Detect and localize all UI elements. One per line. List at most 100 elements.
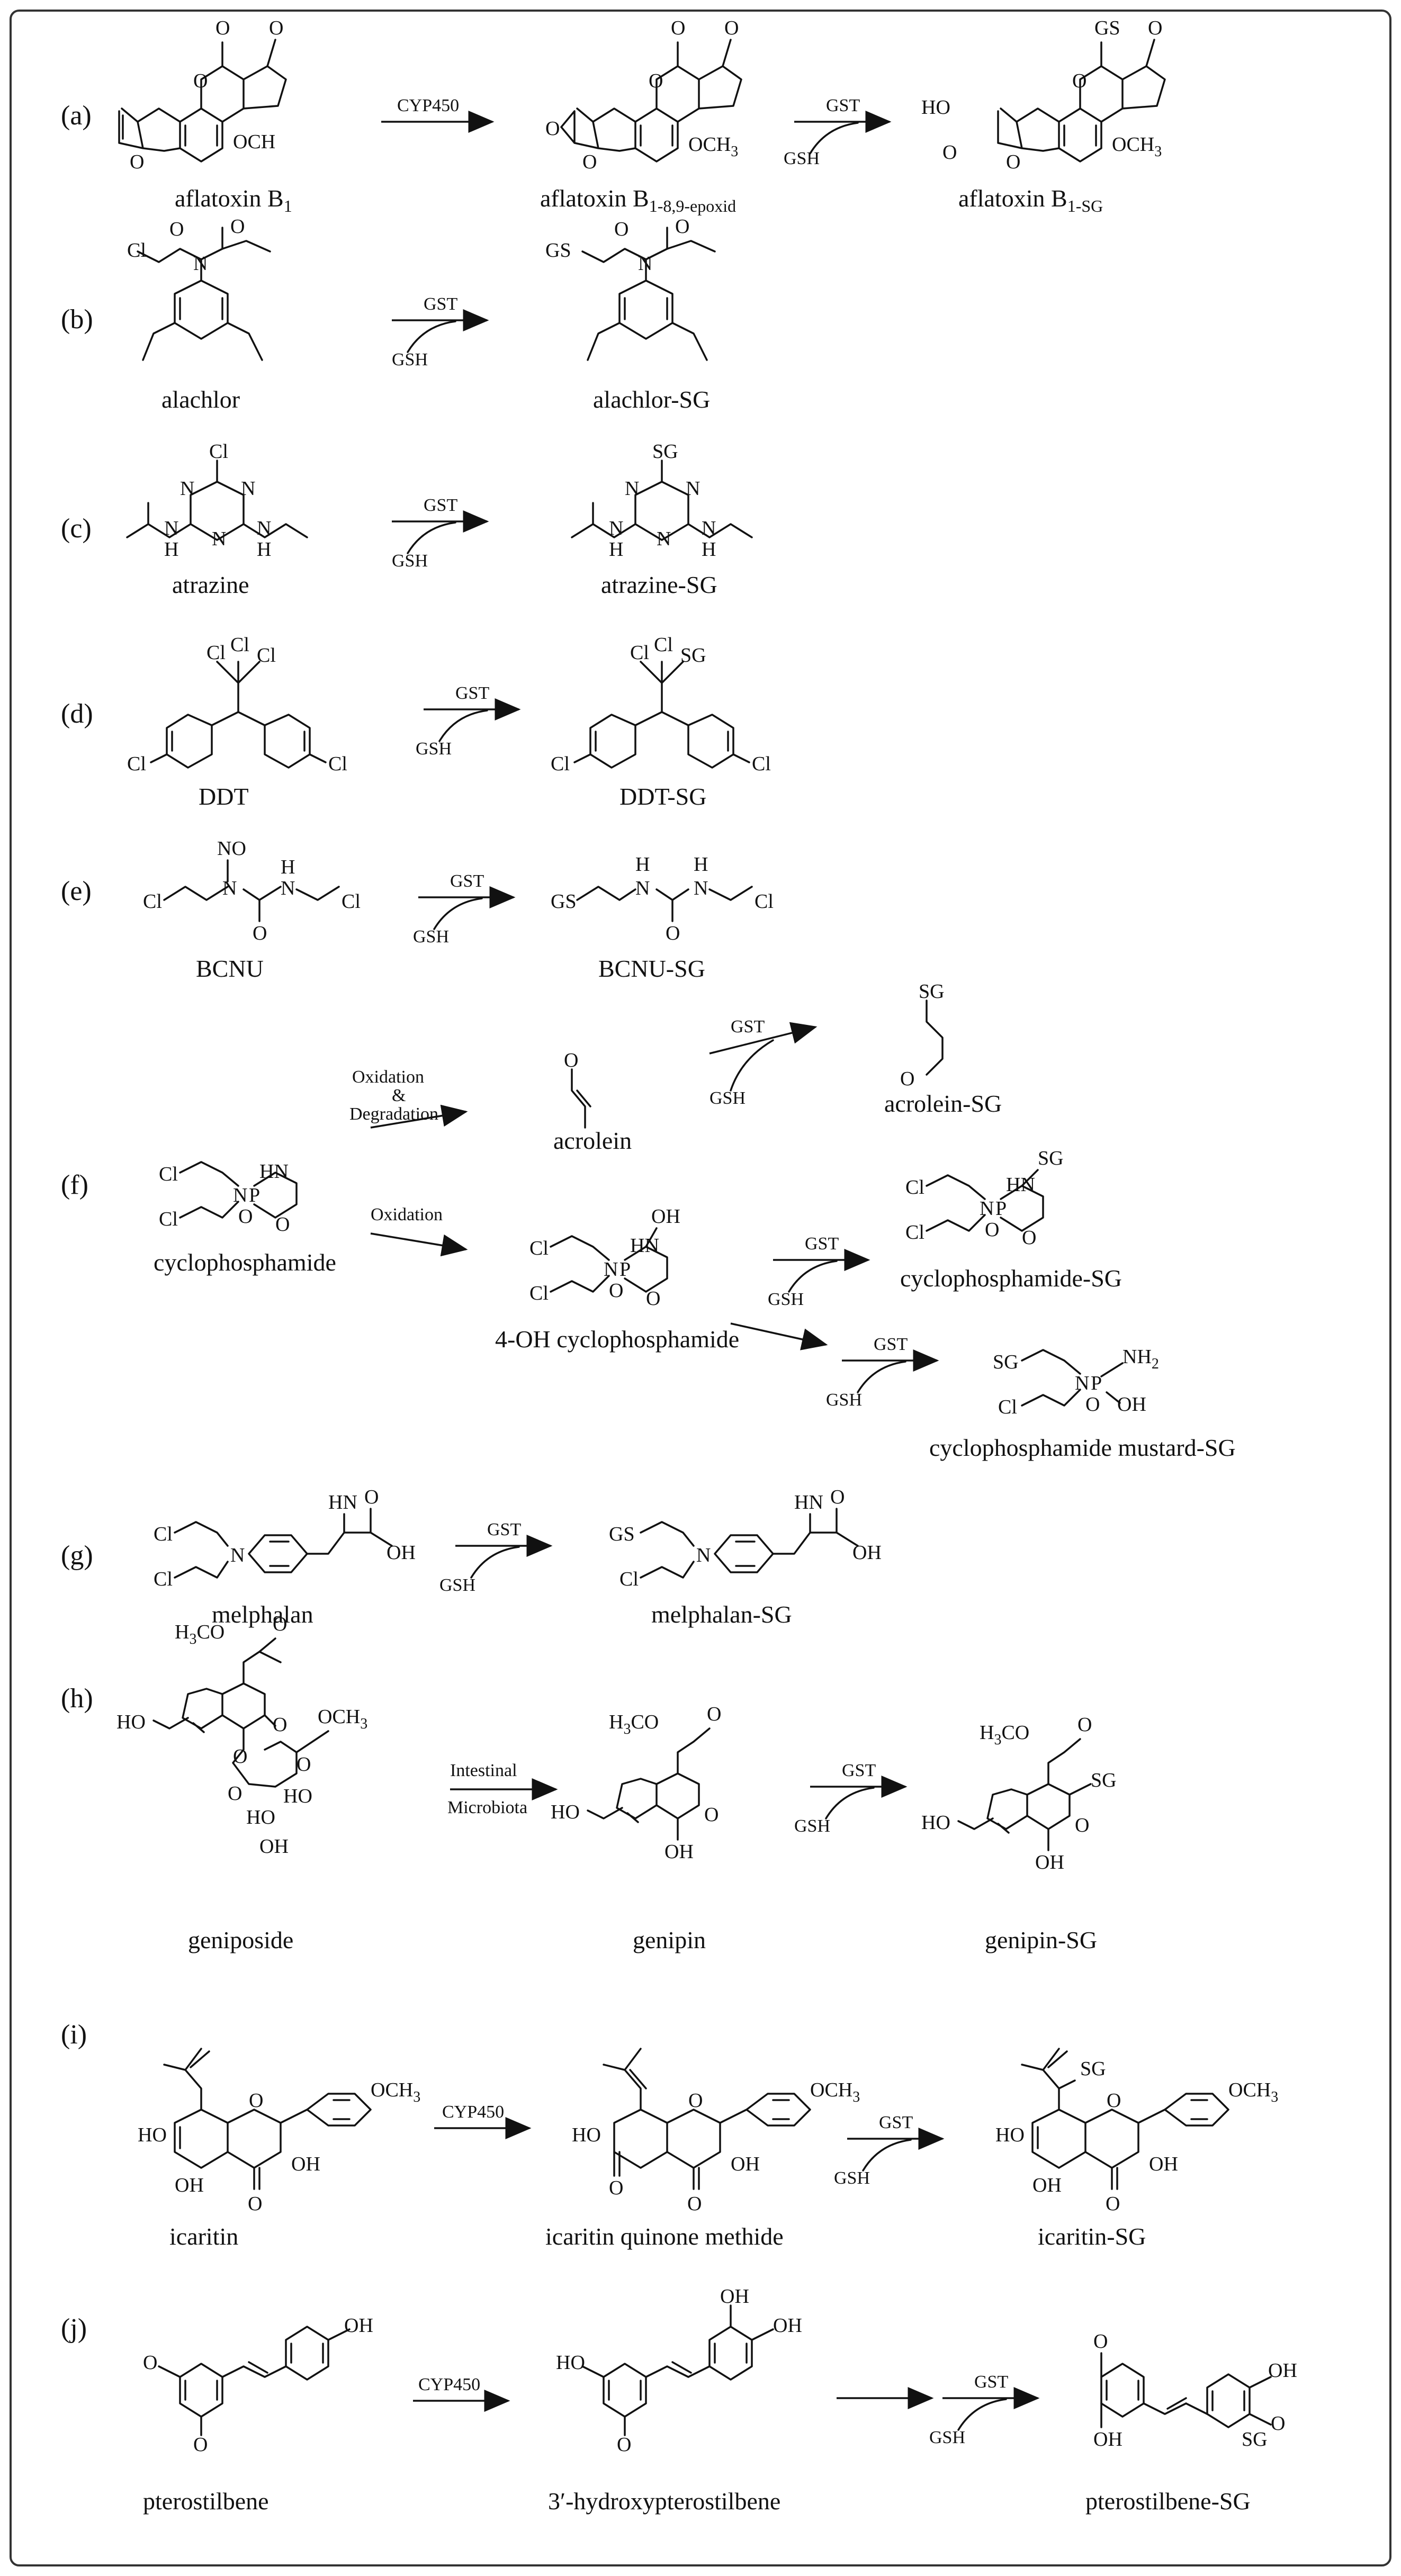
atom-b-3: N (193, 253, 208, 275)
gsh-curve-d (438, 709, 488, 742)
atom-a-17: O (942, 141, 957, 164)
atom-b-2: O (169, 218, 184, 240)
atom-d-8: SG (680, 644, 706, 666)
compound-pterostilbene: pterostilbene (143, 2488, 269, 2515)
atom-c-5: N (164, 517, 178, 539)
atom-e-8: GS (551, 890, 577, 913)
atom-f-4: Cl (159, 1163, 178, 1185)
atom-d-10: Cl (752, 753, 771, 775)
compound-alachlor-sg: alachlor-SG (593, 386, 710, 413)
panel-f: (f) O acrolein SG O acrolein-SG Cl Cl N … (61, 980, 1236, 1461)
atom-f-14: P (619, 1258, 631, 1281)
panel-d: (d) Cl Cl Cl Cl Cl DDT GST GSH Cl Cl SG … (61, 634, 771, 810)
cofactor-b: GSH (392, 350, 428, 370)
atom-f-26: O (985, 1219, 999, 1241)
atom-d-7: Cl (654, 634, 673, 656)
figure-frame (10, 10, 1391, 2566)
atom-h-2: O (273, 1613, 287, 1635)
atom-a-15: O (1072, 70, 1086, 92)
atom-a-14: O (1148, 17, 1162, 39)
ddt-structure (150, 661, 327, 769)
cofactor-c: GSH (392, 551, 428, 571)
atom-f-11: Cl (529, 1237, 549, 1259)
arrow-label-a-2: GST (826, 96, 860, 115)
panel-e-tag: (e) (61, 876, 92, 906)
compound-geniposide: geniposide (188, 1926, 293, 1953)
atom-h-16: OH (664, 1841, 694, 1863)
atom-i-8: HO (572, 2124, 601, 2146)
atom-i-15: HO (995, 2124, 1025, 2146)
compound-aflatoxin-sg: aflatoxin B1-SG (958, 185, 1103, 215)
atom-a-9: O (545, 118, 560, 140)
4oh-cyclophosphamide-structure (550, 1227, 668, 1293)
atom-i-11: O (609, 2177, 623, 2199)
aflatoxin-b1-structure (118, 39, 287, 163)
atom-j-4: OH (720, 2285, 749, 2308)
atom-i-17: OH (1149, 2153, 1178, 2175)
atom-f-3: O (900, 1068, 914, 1090)
atrazine-structure (126, 460, 308, 541)
atom-c-10: N (686, 478, 700, 500)
atom-h-19: SG (1091, 1769, 1117, 1791)
atom-h-8: O (228, 1782, 242, 1805)
compound-genipin-sg: genipin-SG (985, 1926, 1097, 1953)
compound-4oh-cyclophosphamide: 4-OH cyclophosphamide (495, 1326, 739, 1353)
atom-c-3: N (180, 478, 194, 500)
atom-j-5: OH (773, 2314, 802, 2337)
atom-i-16: O (1107, 2089, 1121, 2112)
arrow-f-3 (730, 1322, 828, 1350)
panel-j: (j) OH O O pterostilbene CYP450 OH OH HO… (61, 2285, 1297, 2515)
compound-melphalan-sg: melphalan-SG (651, 1601, 792, 1628)
arrow-label-e: GST (450, 871, 484, 891)
ddt-sg-structure (573, 661, 750, 769)
atom-a-12: GS (1094, 17, 1120, 39)
atom-h-12: H3CO (609, 1711, 659, 1737)
compound-ddt: DDT (199, 783, 249, 810)
compound-bcnu: BCNU (196, 955, 264, 982)
compound-alachlor: alachlor (161, 386, 240, 413)
panel-c-tag: (c) (61, 514, 92, 544)
panel-j-tag: (j) (61, 2313, 87, 2344)
acrolein-sg-structure (926, 999, 944, 1076)
atom-e-2: NO (217, 837, 246, 860)
atom-f-23: HN (1006, 1174, 1035, 1196)
atom-e-9: H (635, 853, 650, 876)
arrow-label-i-2: GST (879, 2113, 913, 2132)
gsh-curve-e (433, 897, 483, 930)
cofactor-f-1: GSH (710, 1088, 746, 1108)
aflatoxin-epoxide-structure (560, 39, 742, 163)
atom-a-7: O (724, 17, 739, 39)
gsh-curve-i (862, 2139, 912, 2172)
atom-f-18: O (609, 1280, 623, 1302)
cofactor-f-2: GSH (768, 1290, 804, 1309)
panel-d-tag: (d) (61, 699, 93, 729)
atom-f-8: HN (259, 1160, 289, 1183)
atom-e-12: N (694, 877, 708, 899)
arrow-label-d: GST (455, 683, 489, 703)
atom-a-16: O (1006, 151, 1020, 173)
atom-f-25: O (1022, 1227, 1036, 1249)
arrow-label-f-5: GST (731, 1017, 765, 1037)
atom-g-10: HN (794, 1491, 823, 1514)
alachlor-sg-structure (581, 227, 716, 361)
compound-acrolein: acrolein (553, 1127, 632, 1154)
icaritin-quinone-structure (603, 2048, 811, 2190)
geniposide-structure (152, 1637, 329, 1788)
gsh-curve-b (407, 320, 456, 353)
compound-atrazine-sg: atrazine-SG (601, 571, 717, 598)
atom-c-6: N (257, 517, 271, 539)
atom-j-1: OH (344, 2314, 373, 2337)
arrow-label-f-7: GST (874, 1335, 908, 1354)
panel-c: (c) Cl N N N N N H H atrazine GST GSH SG… (61, 440, 753, 598)
cofactor-i: GSH (834, 2168, 870, 2188)
compound-atrazine: atrazine (172, 571, 249, 598)
atom-b-1: Cl (127, 239, 146, 262)
genipin-structure (587, 1727, 711, 1841)
cofactor-h: GSH (794, 1816, 830, 1836)
atom-j-12: SG (1242, 2428, 1268, 2451)
gsh-curve-g (470, 1546, 520, 1579)
cyclophosphamide-sg-structure (926, 1169, 1044, 1232)
atom-g-1: Cl (154, 1523, 173, 1545)
atom-j-3: O (193, 2434, 208, 2456)
compound-cyclophosphamide: cyclophosphamide (154, 1249, 336, 1276)
